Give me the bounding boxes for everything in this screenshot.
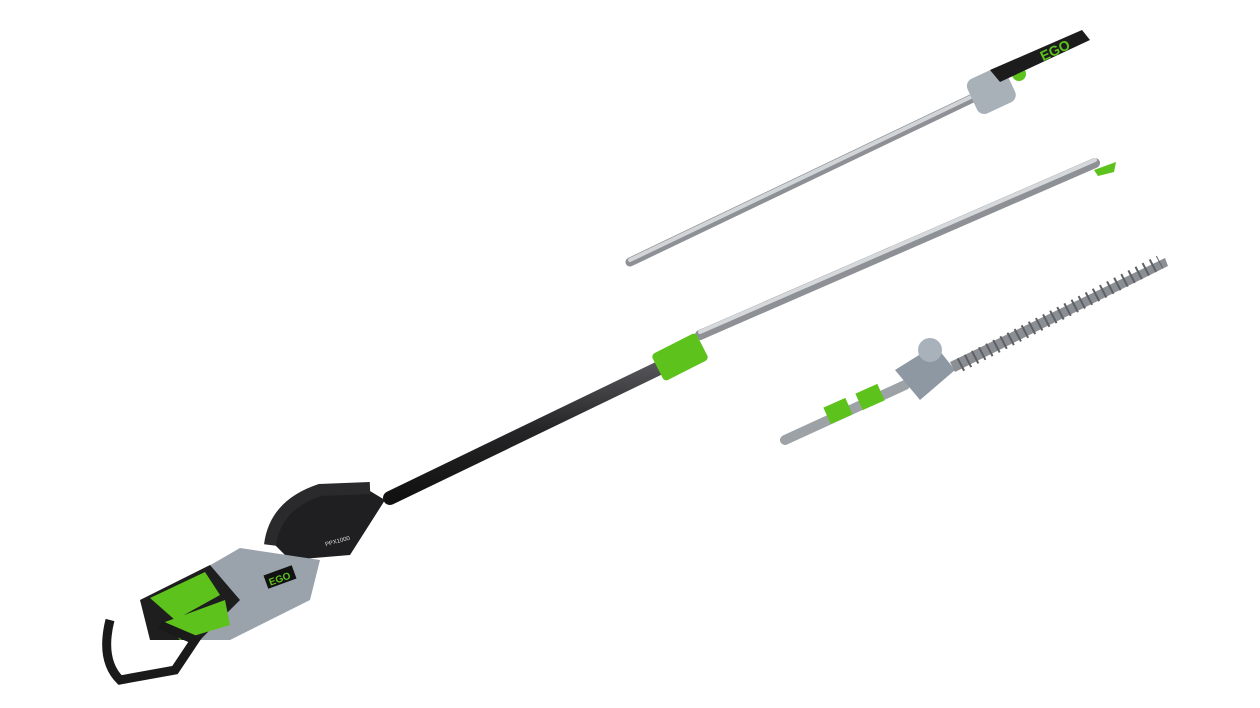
power-head: EGO PPX1000	[102, 333, 708, 685]
ego-logo-saw: EGO	[1037, 36, 1072, 64]
pole-saw-attachment: EGO	[625, 30, 1090, 267]
extension-pole	[695, 158, 1116, 340]
hedge-trimmer-attachment	[780, 255, 1168, 445]
